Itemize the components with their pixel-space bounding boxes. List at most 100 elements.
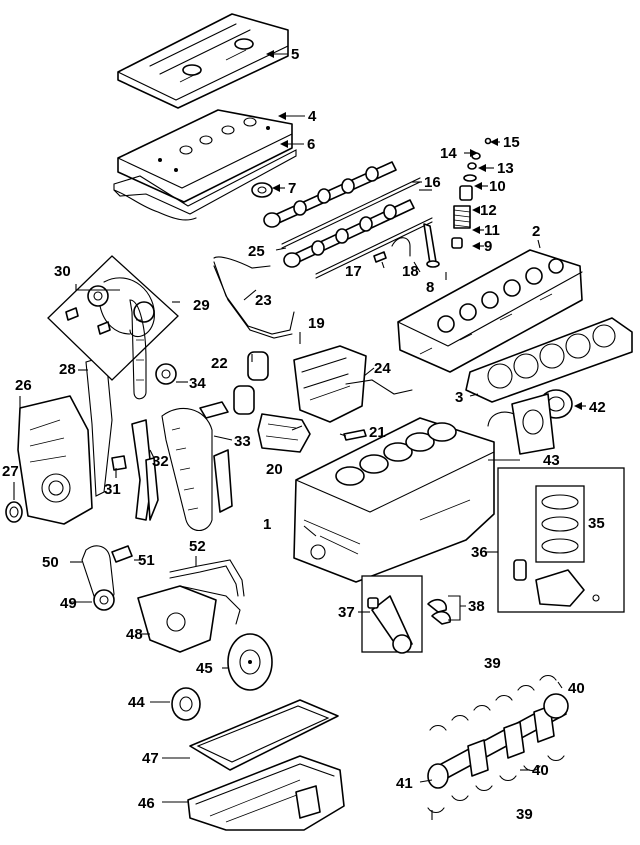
valve-keeper [467,162,477,170]
callout-1: 1 [263,516,271,533]
main-bearings-upper [429,674,557,731]
bolt-17 [373,251,387,263]
callout-24: 24 [374,360,391,377]
lower-timing-chain [161,407,213,532]
callout-23: 23 [255,292,272,309]
callout-26: 26 [15,377,32,394]
callout-42: 42 [589,399,606,416]
seal-carrier-43 [487,393,555,455]
callout-22: 22 [211,355,228,372]
callout-10: 10 [489,178,506,195]
harmonic-pulley-44 [171,687,201,721]
callout-48: 48 [126,626,143,643]
pickup-tube-52 [169,559,245,597]
callout-4: 4 [308,108,317,125]
callout-21: 21 [369,424,386,441]
callout-30: 30 [54,263,71,280]
callout-33: 33 [234,433,251,450]
callout-8: 8 [426,279,434,296]
callout-43: 43 [543,452,560,469]
bolt-21 [343,429,367,441]
callout-3: 3 [455,389,463,406]
callout-36: 36 [471,544,488,561]
callout-11: 11 [484,222,500,239]
callout-13: 13 [497,160,514,177]
leader-lines [13,50,586,820]
callout-46-visible: 46 [138,795,155,812]
cam-bearing-strips [281,177,433,279]
callout-49: 49 [60,595,77,612]
main-bearings-lower [427,755,565,814]
callout-40-lower: 40 [532,762,549,779]
pipe-24 [345,379,413,395]
valve-cover-gasket [113,149,297,221]
cap-15 [484,137,492,145]
callout-44: 44 [128,694,145,711]
engine-block [293,417,495,583]
callout-7: 7 [288,180,296,197]
callout-9: 9 [484,238,492,255]
chain-guide-32 [131,419,159,521]
callout-28: 28 [59,361,76,378]
callout-51: 51 [138,552,155,569]
callout-12: 12 [480,202,497,219]
piston-rings-box [497,467,625,613]
callout-27: 27 [2,463,19,480]
oil-filter-22 [233,351,269,415]
callout-29: 29 [193,297,210,314]
camshaft-seal [251,182,273,198]
callout-15: 15 [503,134,520,151]
oil-pan-gasket-47 [189,699,339,771]
callout-numbers: 5 4 6 7 16 15 14 13 10 12 11 9 2 8 18 17… [2,46,606,823]
connecting-rod-box [361,575,451,654]
callout-41-visible: 41 [396,775,413,792]
callout-39-top: 39 [484,655,501,672]
callout-2: 2 [532,223,540,240]
callout-39-bottom: 39 [516,806,533,823]
crankshaft [427,693,569,789]
callout-6: 6 [307,136,315,153]
callout-38: 38 [468,598,485,615]
valve-cover [117,109,293,203]
callout-20: 20 [266,461,283,478]
callout-14: 14 [440,145,457,162]
tensioner-sprocket-34 [155,363,177,385]
callout-50: 50 [42,554,59,571]
callout-35: 35 [588,515,605,532]
valve [423,223,440,268]
oil-separator-19 [293,345,367,423]
callout-40-top: 40 [568,680,585,697]
intake-camshaft [263,161,397,228]
timing-chain [129,299,147,400]
callout-45: 45 [196,660,213,677]
callout-31: 31 [104,481,121,498]
callout-16: 16 [424,174,441,191]
oil-pan-46 [187,755,345,831]
callout-34: 34 [189,375,206,392]
callout-37: 37 [338,604,355,621]
callout-18: 18 [402,263,419,280]
callout-25: 25 [248,243,265,260]
valve-seal [451,237,463,249]
callout-17: 17 [345,263,362,280]
callout-19: 19 [308,315,325,332]
callout-32: 32 [152,453,169,470]
bracket-20 [257,413,311,453]
valve-lifter [459,185,473,201]
tensioner-31 [111,455,127,471]
callout-47: 47 [142,750,159,767]
exhaust-camshaft [283,199,415,268]
valve-spring [453,205,471,229]
upper-chain-set [47,255,179,381]
flywheel-45 [227,633,273,691]
callout-5: 5 [291,46,299,63]
oil-pump-48 [137,585,241,653]
engine-cover [117,13,289,109]
oil-pump-sprocket-49 [93,589,115,611]
timing-case-cover [17,395,93,525]
crank-seal-27 [5,501,23,523]
spring-retainer [463,174,477,182]
cylinder-head [397,249,583,373]
breather-hose-23 [213,256,295,339]
guide-51 [111,545,133,563]
